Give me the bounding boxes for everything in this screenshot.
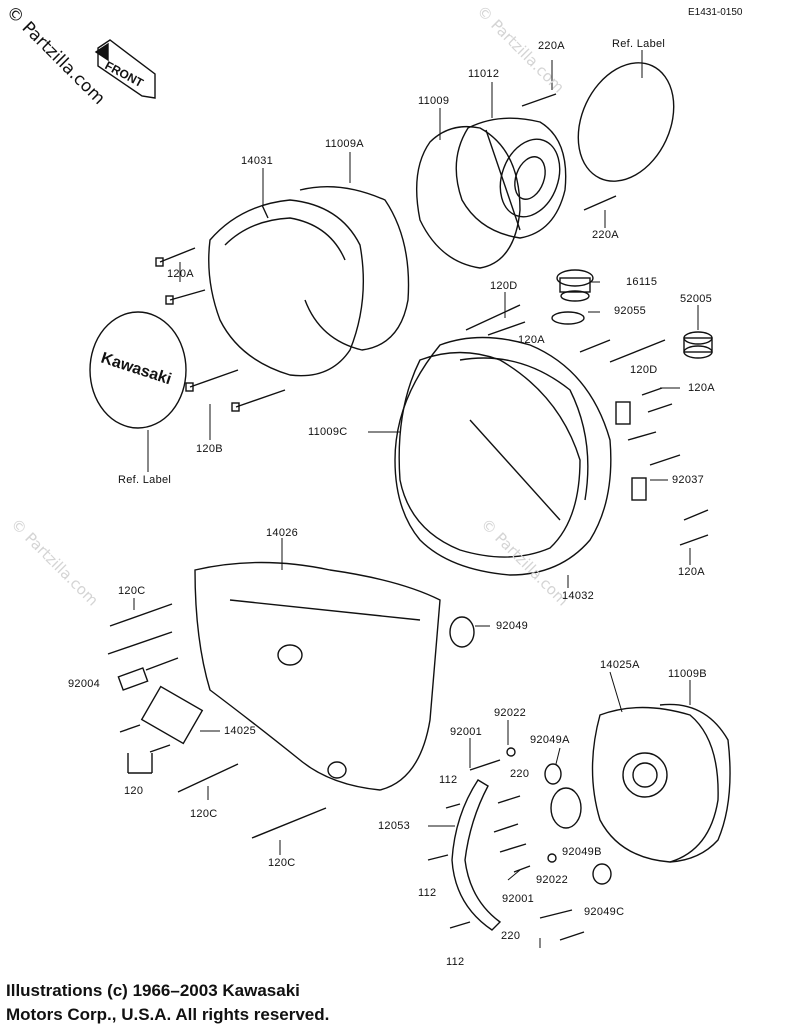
part-label-11012: 11012 [468, 68, 500, 80]
part-label-92022: 92022 [536, 874, 569, 886]
part-label-92055: 92055 [614, 305, 647, 317]
part-label-220A: 220A [538, 40, 565, 52]
leader-lines [133, 50, 699, 948]
part-label-120D: 120D [630, 364, 658, 376]
part-label-220A: 220A [592, 229, 619, 241]
switch-92004 [117, 657, 179, 691]
diagram-code: E1431-0150 [688, 7, 743, 18]
part-label-92037: 92037 [672, 474, 705, 486]
kawasaki-brand-text: Kawasaki [99, 350, 174, 389]
part-label-120: 120 [124, 785, 144, 797]
seal-92049A [544, 763, 562, 785]
part-label-120C: 120C [190, 808, 218, 820]
bolts-120 [119, 724, 171, 774]
small-bolts-lower [427, 747, 585, 941]
part-label-16115: 16115 [626, 276, 658, 288]
part-label-12053: 12053 [378, 820, 411, 832]
seal-92049C [592, 863, 612, 885]
part-label-120A: 120A [678, 566, 705, 578]
plate-14025 [140, 685, 204, 745]
part-label-120C: 120C [118, 585, 146, 597]
bolts-120A-left [155, 247, 206, 305]
part-label-92049C: 92049C [584, 906, 625, 918]
lower-cover-14026 [194, 561, 441, 791]
bolts-120B [185, 369, 286, 412]
seal-92049 [449, 616, 475, 648]
part-label-92049: 92049 [496, 620, 529, 632]
part-label-11009B: 11009B [668, 668, 707, 680]
gasket-11009 [416, 125, 521, 269]
copyright-line-2: Motors Corp., U.S.A. All rights reserved… [6, 1005, 330, 1024]
part-label-112: 112 [439, 774, 458, 786]
cover-14031 [208, 199, 365, 377]
part-label-112: 112 [446, 956, 465, 968]
seal-92049B [550, 787, 582, 829]
part-label-11009: 11009 [418, 95, 450, 107]
part-label-14025A: 14025A [600, 659, 640, 671]
part-label-92022: 92022 [494, 707, 527, 719]
bolts-right-stack [465, 304, 709, 546]
ref-label-kawasaki-decal [89, 311, 187, 429]
bolt-220A-top [521, 93, 557, 107]
inner-cover-11012 [455, 117, 567, 239]
part-label-92004: 92004 [68, 678, 101, 690]
part-label-220: 220 [510, 768, 530, 780]
bolt-120C-top [109, 603, 173, 627]
part-label-120D: 120D [490, 280, 518, 292]
oil-filler-cap-16115 [556, 269, 594, 302]
gasket-11009A [299, 186, 410, 351]
part-label-220: 220 [501, 930, 521, 942]
copyright-notice: Illustrations (c) 1966–2003 Kawasaki Mot… [6, 979, 329, 1027]
bolt-120C-low [251, 807, 327, 839]
part-label-11009A: 11009A [325, 138, 364, 150]
part-label-14032: 14032 [562, 590, 595, 602]
copyright-line-1: Illustrations (c) 1966–2003 Kawasaki [6, 981, 300, 1000]
part-label-92049A: 92049A [530, 734, 570, 746]
part-label-11009C: 11009C [308, 426, 348, 438]
part-label-14031: 14031 [241, 155, 274, 167]
part-label-92001: 92001 [450, 726, 483, 738]
gasket-11009C [398, 351, 581, 558]
part-label-120A: 120A [688, 382, 715, 394]
ref-label-text: Ref. Label [118, 474, 172, 486]
part-label-120A: 120A [167, 268, 194, 280]
part-label-92049B: 92049B [562, 846, 602, 858]
part-label-120A: 120A [518, 334, 545, 346]
bolt-220A-mid [583, 195, 617, 211]
part-label-14025: 14025 [224, 725, 257, 737]
gasket-11009B [659, 703, 731, 863]
cover-14025A [591, 706, 719, 863]
ref-label-round-decal-top [577, 62, 675, 182]
bolt-120C-mid [177, 763, 239, 793]
part-label-14026: 14026 [266, 527, 299, 539]
part-label-52005: 52005 [680, 293, 713, 305]
part-label-112: 112 [418, 887, 437, 899]
part-label-120C: 120C [268, 857, 296, 869]
part-label-120B: 120B [196, 443, 223, 455]
front-direction-tag: FRONT [94, 39, 156, 99]
chain-guide-12053 [451, 779, 502, 931]
bolt-120C-top2 [107, 631, 173, 655]
plug-52005 [683, 331, 713, 359]
part-label-92001: 92001 [502, 893, 535, 905]
ref-label-text: Ref. Label [612, 38, 666, 50]
o-ring-92055 [551, 311, 585, 325]
